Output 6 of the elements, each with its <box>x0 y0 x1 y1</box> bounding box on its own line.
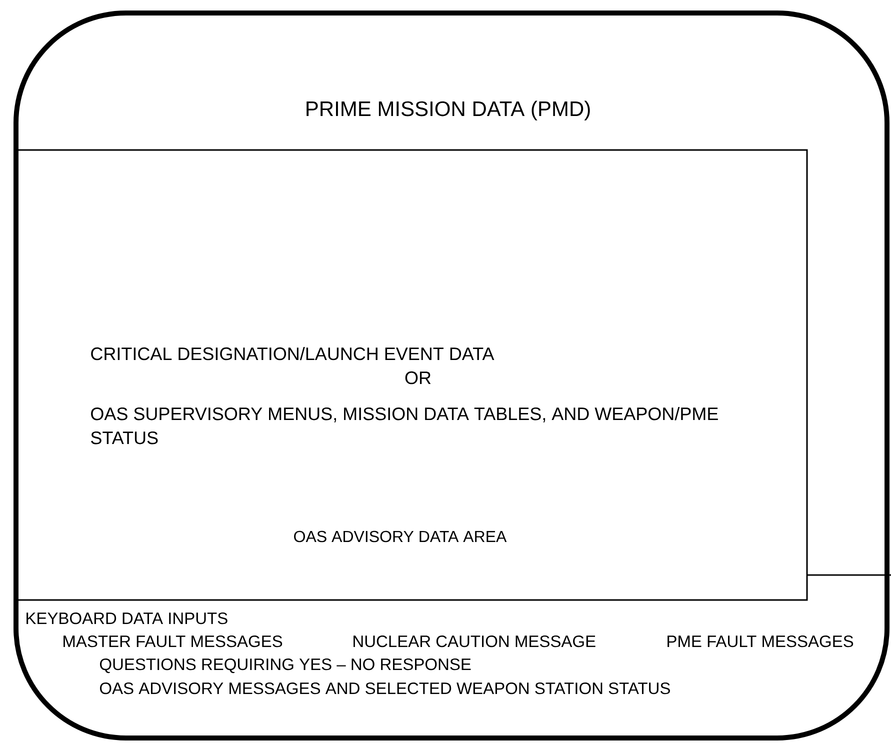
area-label: MASTER FAULT MESSAGES <box>64 635 282 648</box>
area-label: PME FAULT MESSAGES <box>668 635 854 648</box>
display-area-box: CRITICAL DESIGNATION/LAUNCH EVENT DATA OR OAS SUPERVISORY MENUS, MISSION DATA TABLES, AND WEAPON/PME STATUS OAS ADVISORY DATA AREA <box>15 149 808 601</box>
area-label: QUESTIONS REQUIRING YES – NO RESPONSE <box>100 658 471 674</box>
area-label: NUCLEAR CAUTION MESSAGE <box>354 635 596 648</box>
area-label: OAS ADVISORY MESSAGES AND SELECTED WEAPON STATION STATUS <box>100 682 670 694</box>
